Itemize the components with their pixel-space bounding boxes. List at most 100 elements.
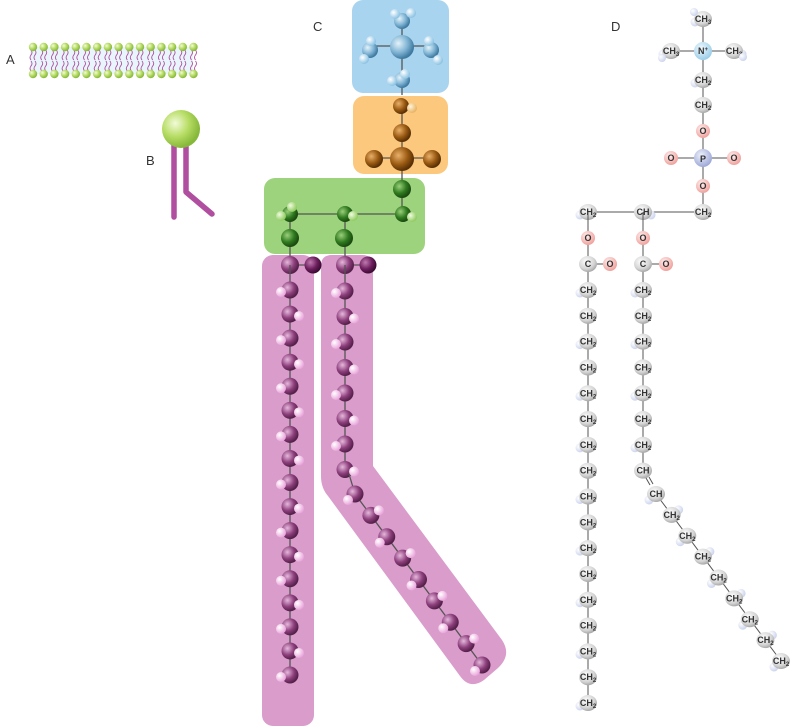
carbonyl-carbon-right-label: C — [640, 259, 647, 269]
unsaturated-bent-unit-label: CH2 — [679, 531, 696, 543]
hydrogen-atom — [470, 666, 480, 676]
phosphate-oxygen-right-label: O — [730, 153, 737, 163]
saturated-chain-unit-label: CH2 — [580, 646, 597, 658]
lipid-tail — [40, 49, 44, 61]
hydrogen-atom — [400, 69, 410, 79]
saturated-chain-unit-label: CH2 — [580, 337, 597, 349]
carbonyl-oxygen — [359, 256, 377, 274]
hydrogen-atom — [405, 548, 416, 559]
hydrogen-atom — [349, 364, 359, 375]
double-bond — [648, 476, 654, 485]
hydrogen-atom — [294, 599, 304, 610]
lipid-tail — [179, 60, 183, 72]
methyl-group-top-label: CH3 — [695, 14, 712, 26]
unsaturated-chain-unit-label: CH2 — [635, 362, 652, 374]
lipid-head-top — [50, 42, 59, 52]
hydrogen-atom — [406, 8, 416, 18]
phosphorus-atom — [390, 147, 414, 171]
hydrogen-atom — [469, 633, 480, 644]
lipid-head-bottom — [125, 69, 134, 79]
lipid-tail — [119, 60, 123, 72]
tail-carbon — [281, 618, 299, 636]
phospholipid-symbol — [162, 110, 215, 220]
lipid-head-top — [178, 42, 187, 52]
unsaturated-bent-unit — [693, 548, 712, 565]
unsaturated-tail-region — [321, 255, 507, 685]
tail-carbon — [281, 305, 299, 323]
saturated-chain-unit-label: CH2 — [580, 466, 597, 478]
hydrogen-atom — [658, 54, 666, 62]
unsaturated-chain-unit-label: CH2 — [635, 311, 652, 323]
panel-label-d: D — [611, 19, 620, 34]
choline-methylene — [694, 97, 712, 113]
tail-carbon — [281, 642, 299, 660]
unsaturated-chain-unit — [634, 462, 652, 479]
unsaturated-chain-unit — [634, 307, 652, 324]
lipid-tail — [87, 49, 90, 61]
saturated-chain-unit-label: CH2 — [580, 285, 597, 297]
carbonyl-oxygen-left-label: O — [606, 259, 613, 269]
saturated-chain-unit — [579, 617, 597, 634]
hydrogen-atom — [437, 590, 448, 601]
unsaturated-bent-unit — [740, 611, 759, 628]
hydrogen-atom — [294, 455, 304, 466]
lipid-tail — [97, 49, 101, 61]
carbonyl-carbon-left-label: C — [585, 259, 592, 269]
hydrogen-atom — [349, 466, 359, 477]
hydrogen-atom — [438, 623, 449, 634]
lipid-head-bottom — [135, 69, 145, 79]
tail-carbon — [336, 435, 354, 453]
methyl-carbon — [423, 42, 439, 58]
structural-formula: CH3CH3CH3N+CH2CH2OPOOOCH2CHCH2OCOOCOCH2C… — [575, 8, 790, 711]
lipid-tail — [125, 60, 129, 72]
methylene-carbon — [393, 98, 409, 114]
lipid-tail — [44, 60, 48, 72]
hydrogen-atom — [349, 313, 359, 324]
phosphorus-atom-label: P — [700, 154, 706, 164]
ester-oxygen-right-label: O — [639, 233, 646, 243]
lipid-tail — [119, 49, 123, 61]
tail-carbon — [281, 377, 299, 395]
lipid-head-bottom — [167, 69, 177, 79]
unsaturated-chain-unit-label: CH2 — [635, 285, 652, 297]
methyl-group-right — [725, 43, 743, 59]
lipid-tail — [50, 60, 54, 72]
lipid-tail — [50, 49, 54, 61]
lipid-tail — [194, 49, 197, 61]
unsaturated-bent-unit — [709, 569, 728, 586]
hydrogen-atom — [424, 36, 434, 46]
tail-carbon — [336, 410, 354, 427]
unsaturated-bent-unit-label: CH2 — [710, 573, 727, 585]
lipid-head-top — [60, 42, 70, 52]
lipid-head-bottom — [60, 69, 70, 79]
carbonyl-carbon-left — [579, 256, 597, 272]
unsaturated-chain-unit-label: CH — [637, 466, 650, 476]
lipid-tail — [136, 60, 140, 72]
lipid-tail — [168, 60, 172, 72]
choline-methylene-label: CH2 — [695, 75, 712, 87]
saturated-chain-unit — [579, 695, 597, 711]
hydrogen-atom — [276, 431, 286, 442]
lipid-head-bottom — [71, 69, 81, 79]
tail-carbon — [281, 666, 299, 684]
unsaturated-chain-unit — [634, 359, 652, 376]
tail-carbon — [281, 546, 299, 564]
oxygen-atom — [393, 124, 411, 142]
lipid-tail — [54, 49, 58, 61]
saturated-chain-unit — [579, 307, 597, 324]
phosphate-oxygen-left-label: O — [667, 153, 674, 163]
lipid-tail — [147, 49, 151, 61]
unsaturated-chain-unit — [634, 385, 652, 402]
hydrogen-atom — [276, 672, 286, 682]
tail-carbon — [281, 594, 299, 612]
hydrogen-atom — [366, 36, 376, 46]
lipid-tail — [151, 49, 155, 61]
saturated-chain-unit — [579, 540, 597, 557]
lipid-tail — [76, 60, 80, 72]
hydrogen-atom — [294, 647, 304, 658]
lipid-tail — [157, 49, 161, 61]
tail-carbon — [281, 522, 299, 540]
saturated-chain-unit-label: CH2 — [580, 517, 597, 529]
saturated-chain-unit — [579, 462, 597, 479]
